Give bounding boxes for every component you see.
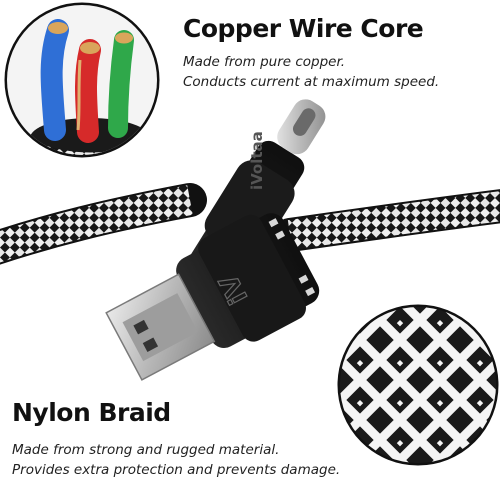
nylon-desc-line-1: Made from strong and rugged material. (12, 442, 280, 458)
copper-desc-line-2: Conducts current at maximum speed. (183, 74, 440, 90)
nylon-braid-zoom (337, 304, 499, 466)
nylon-braid-description: Made from strong and rugged material. Pr… (12, 440, 340, 480)
brand-imprint: iVoltaa (248, 131, 266, 190)
wire-green (108, 30, 134, 138)
cable-left-segment (0, 183, 207, 265)
cable-right-segment (273, 189, 500, 252)
nylon-desc-line-2: Provides extra protection and prevents d… (12, 462, 341, 478)
copper-core-zoom (4, 2, 160, 158)
nylon-braid-title: Nylon Braid (12, 398, 171, 427)
copper-core-description: Made from pure copper. Conducts current … (183, 52, 439, 92)
usb-a-connector: iV (105, 213, 320, 381)
wire-blue (40, 19, 69, 141)
copper-core-title: Copper Wire Core (183, 14, 424, 43)
wire-red (75, 39, 101, 143)
copper-desc-line-1: Made from pure copper. (183, 54, 346, 70)
